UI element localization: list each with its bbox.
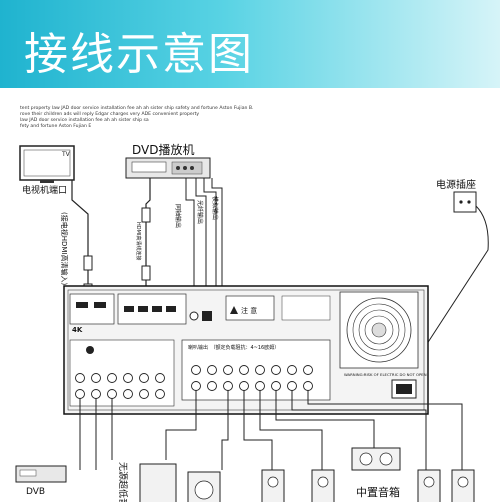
coax-label: 同轴输出 xyxy=(174,204,182,228)
tv-badge: TV xyxy=(61,151,71,158)
speaker-cables xyxy=(79,390,463,470)
dvb-device: DVB xyxy=(15,465,67,497)
dvb-label: DVB xyxy=(26,487,45,497)
caption-line: fety and fortune Aston Fujian E xyxy=(20,124,92,129)
hdmi-cables: (接电视HDMI高清输入) HDMI高清线连接 xyxy=(60,178,151,299)
speaker-output-label: 喇叭输出 （额定负载阻抗：4~16欧姆） xyxy=(188,344,279,351)
power-label: 电源插座 xyxy=(436,178,476,191)
page-title: 接线示意图 xyxy=(24,29,254,80)
power-socket: 电源插座 xyxy=(409,178,489,371)
caption-line: rove their children ads will reply Edgar… xyxy=(20,112,200,117)
shock-warning: WARNING:RISK OF ELECTRIC DO NOT OPEN xyxy=(344,372,427,377)
tv-device: TV 电视机端口 xyxy=(19,145,75,196)
warning-label: 注 意 xyxy=(241,306,257,315)
caption-line: law JAD door service installation fee ah… xyxy=(20,118,149,123)
analog-label: 模拟输出 xyxy=(211,196,219,220)
caption-line: tent property law JAD door service insta… xyxy=(20,106,254,111)
brand-4k: 4K xyxy=(72,326,83,334)
sub-label: 无源超低音 xyxy=(117,462,129,502)
optical-label: 光纤输出 xyxy=(196,200,204,224)
hdmi-to-tv-label: (接电视HDMI高清输入) xyxy=(60,212,69,285)
speaker-cones xyxy=(194,452,469,500)
amplifier-rear-panel: 4K 注 意 WARNING:RISK OF ELECTRIC DO NOT O… xyxy=(63,285,429,415)
dvd-output-cables: 同轴输出 光纤输出 模拟输出 xyxy=(174,178,223,330)
tv-port-label: 电视机端口 xyxy=(22,184,67,196)
speakers xyxy=(139,447,475,502)
dvd-label: DVD播放机 xyxy=(132,142,194,157)
hdmi-link-label: HDMI高清线连接 xyxy=(135,222,142,260)
center-speaker-label: 中置音箱 xyxy=(356,485,400,499)
dvd-device: DVD播放机 xyxy=(125,142,211,179)
caption-block: tent property law JAD door service insta… xyxy=(20,106,320,130)
title-banner: 接线示意图 xyxy=(0,0,500,88)
